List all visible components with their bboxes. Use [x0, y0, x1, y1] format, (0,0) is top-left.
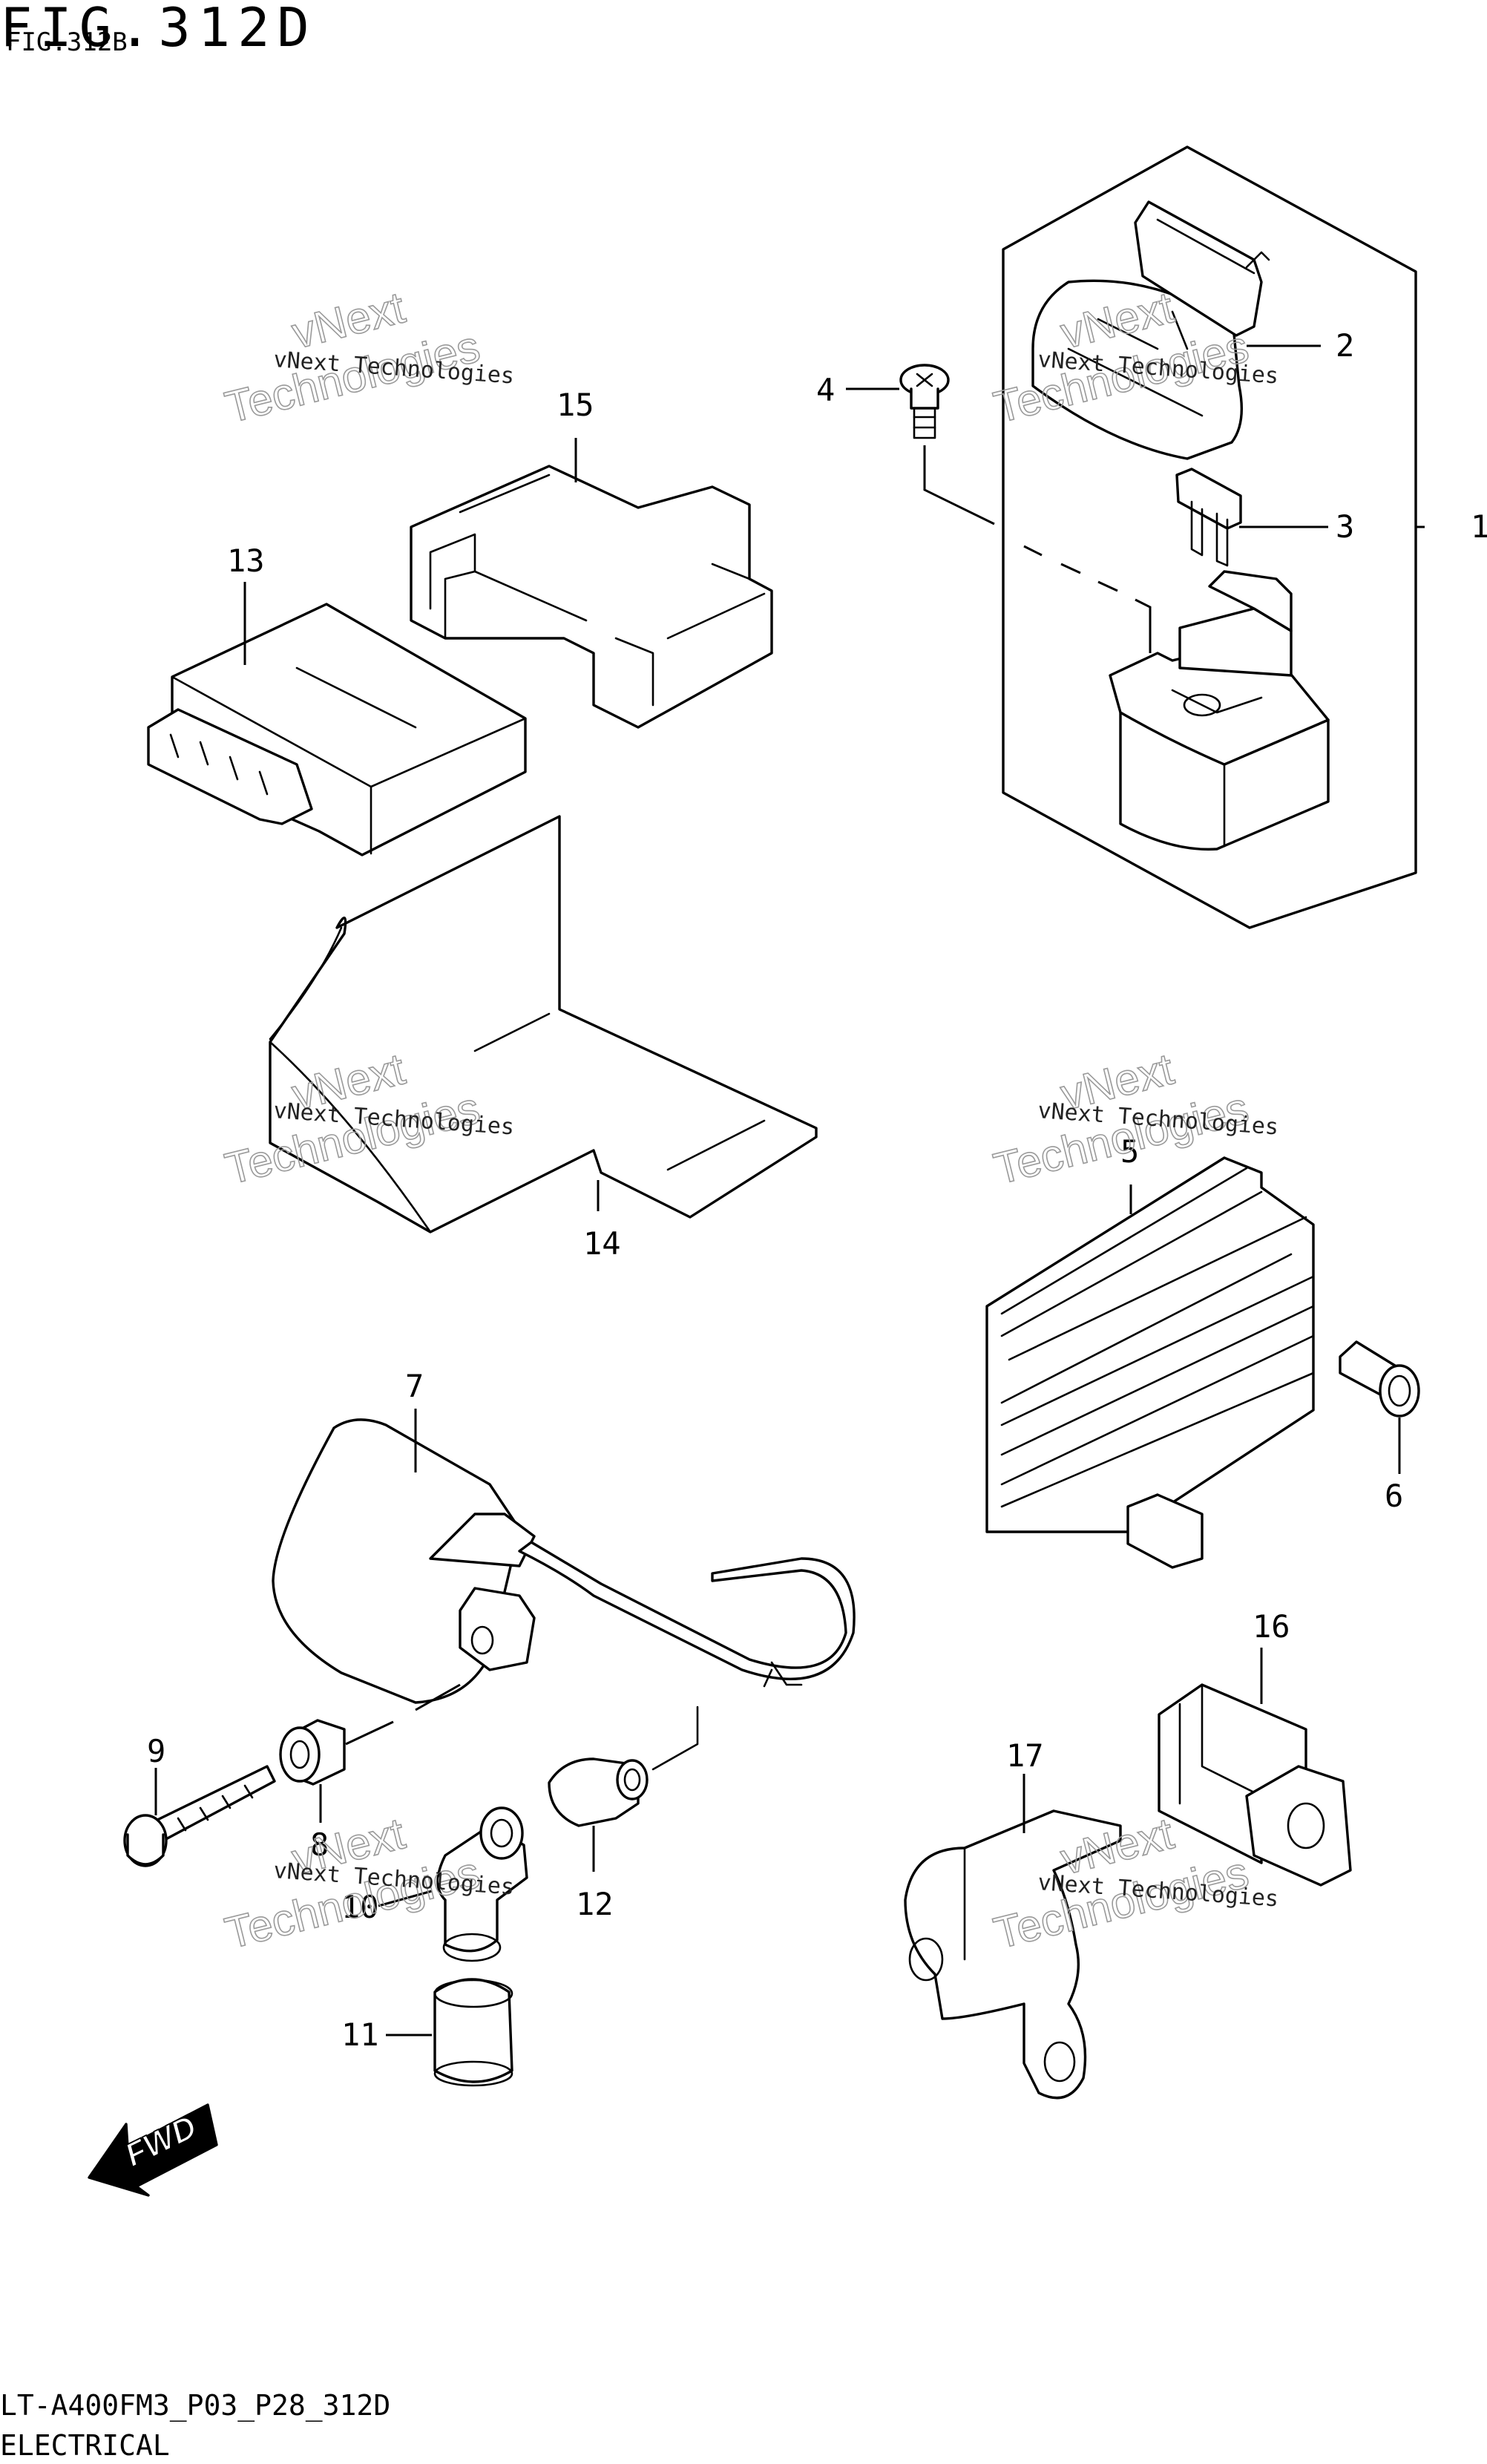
part-4-screw [899, 364, 950, 439]
leader-lines [154, 344, 1425, 2037]
callout-14: 14 [583, 1225, 621, 1262]
callout-7: 7 [405, 1368, 424, 1404]
watermark-1: Technologies vNext vNext Technologies [220, 282, 515, 433]
footer: LT-A400FM3_P03_P28_312D ELECTRICAL [0, 2389, 390, 2462]
footer-model-code: LT-A400FM3_P03_P28_312D [0, 2389, 390, 2422]
callout-15: 15 [557, 387, 594, 423]
figure-title: FIG.312D FIG.312B [0, 0, 317, 59]
part-17-bracket [904, 1809, 1122, 2100]
callout-17: 17 [1006, 1737, 1044, 1774]
part-8-dashed-leader [345, 1683, 461, 1746]
callout-9: 9 [147, 1733, 165, 1769]
part-9-bolt [123, 1765, 276, 1867]
callout-10: 10 [341, 1889, 379, 1925]
callout-4: 4 [816, 372, 835, 408]
footer-section-name: ELECTRICAL [0, 2429, 170, 2462]
part-3-fuse [1175, 468, 1242, 567]
callout-11: 11 [341, 2016, 379, 2053]
callout-6: 6 [1385, 1478, 1403, 1514]
figure-title-overlay-text: FIG.312B [6, 27, 128, 57]
callout-8: 8 [310, 1826, 329, 1863]
part-13-control-unit [147, 603, 527, 856]
part-4-dashed-leader [923, 445, 1152, 653]
callout-3: 3 [1336, 508, 1354, 545]
part-16-connector [1158, 1683, 1352, 1887]
part-15-holder [410, 465, 773, 729]
part-12-plug-cap [548, 1706, 699, 1827]
callout-12: 12 [576, 1886, 614, 1922]
watermark-4: Technologies vNext vNext Technologies [988, 1043, 1279, 1195]
callout-2: 2 [1336, 327, 1354, 364]
callout-13: 13 [227, 543, 265, 579]
part-10-elbow-cap [436, 1806, 528, 1962]
callout-numbers: 2 3 1 4 5 6 7 8 9 10 11 12 13 14 15 16 1… [147, 327, 1487, 2053]
part-11-rubber-cap [433, 1978, 513, 2087]
assembly-1-outline [1002, 145, 1417, 929]
part-5-regulator-rectifier [985, 1156, 1315, 1569]
part-8-spacer [279, 1719, 346, 1786]
figure-title-text: FIG.312D [0, 0, 317, 59]
part-6-bolt [1339, 1340, 1420, 1418]
callout-16: 16 [1253, 1608, 1290, 1645]
starter-relay-body [1109, 570, 1330, 851]
part-7-ignition-coil [272, 1418, 856, 1704]
part-2-relay-cover [1031, 200, 1270, 460]
callout-1: 1 [1471, 508, 1487, 545]
callout-5: 5 [1120, 1133, 1139, 1170]
part-14-bracket-plate [269, 815, 818, 1233]
fwd-direction-arrow: FWD [88, 2103, 218, 2197]
